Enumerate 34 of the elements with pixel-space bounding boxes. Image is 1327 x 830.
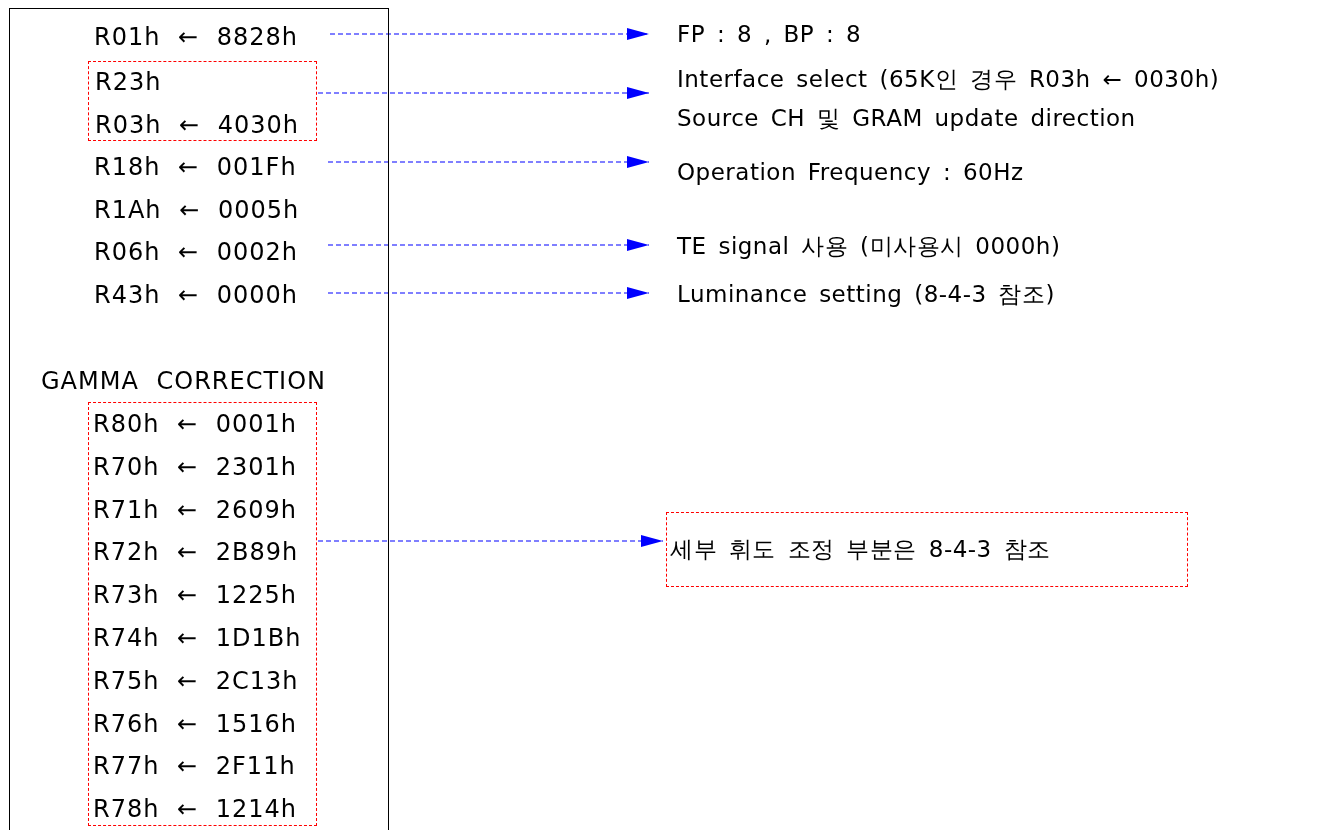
register-setting: R01h ← 8828h (94, 22, 299, 53)
register-setting: R43h ← 0000h (94, 280, 299, 311)
register-setting: R1Ah ← 0005h (94, 195, 300, 226)
register-setting: R06h ← 0002h (94, 237, 299, 268)
register-setting: R73h ← 1225h (93, 580, 298, 612)
register-setting: R70h ← 2301h (93, 451, 298, 483)
arrow (327, 287, 650, 299)
arrow (327, 156, 650, 168)
note-text: 세부 휘도 조정 부분은 8-4-3 참조 (670, 535, 1051, 564)
note-text: Luminance setting (8-4-3 참조) (677, 280, 1055, 309)
arrow (327, 239, 650, 251)
note-text: Source CH 및 GRAM update direction (677, 104, 1136, 133)
register-setting: R80h ← 0001h (93, 409, 298, 440)
arrow (329, 28, 650, 40)
register-setting: R76h ← 1516h (93, 708, 298, 740)
register-setting: R03h ← 4030h (95, 110, 300, 141)
panel-frame (9, 8, 389, 830)
register-setting: R74h ← 1D1Bh (93, 623, 302, 654)
dashed-group-box (88, 61, 317, 141)
note-text: Operation Frequency : 60Hz (677, 158, 1024, 187)
register-setting: R23h (95, 67, 162, 98)
register-setting: R72h ← 2B89h (93, 537, 299, 569)
arrow (317, 87, 650, 99)
note-box (666, 512, 1188, 587)
note-text: TE signal 사용 (미사용시 0000h) (677, 232, 1061, 261)
register-setting: R75h ← 2C13h (93, 665, 299, 697)
note-text: Interface select (65K인 경우 R03h ← 0030h) (677, 65, 1220, 94)
note-text: FP : 8 , BP : 8 (677, 20, 862, 49)
register-setting: R18h ← 001Fh (94, 152, 297, 183)
section-heading: GAMMA CORRECTION (41, 366, 326, 397)
register-setting: R77h ← 2F11h (93, 751, 296, 783)
register-setting: R78h ← 1214h (93, 794, 298, 826)
arrow (317, 535, 664, 547)
register-setting: R71h ← 2609h (93, 494, 298, 526)
